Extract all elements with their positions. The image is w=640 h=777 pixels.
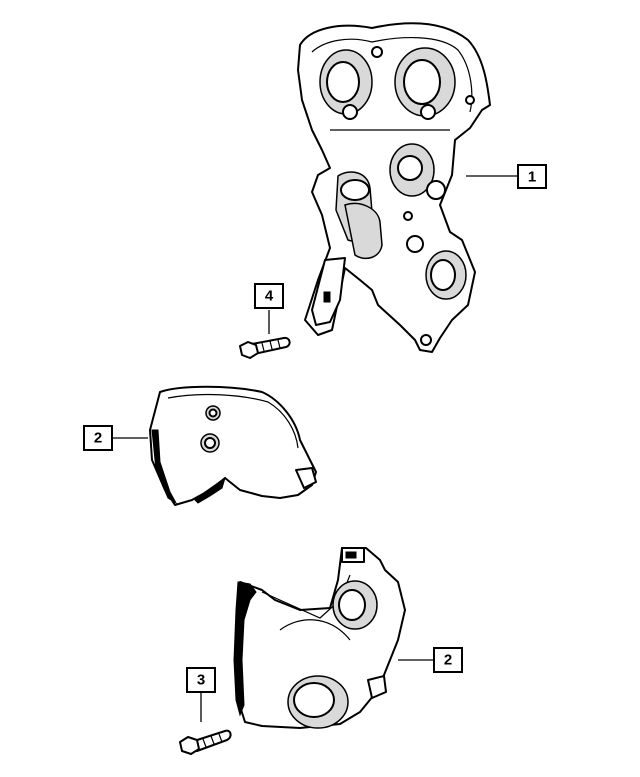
callout-3: 3 [186,667,216,693]
bolt-4 [239,336,291,359]
upper-front-cover [149,385,317,506]
rear-timing-cover [297,22,491,353]
callout-label-1: 1 [528,169,536,186]
callout-label-4: 4 [265,288,274,305]
callout-label-2-lower: 2 [444,652,452,669]
bolt-3 [179,729,232,755]
callout-2-upper: 2 [83,425,113,451]
callout-label-2-upper: 2 [94,430,102,447]
callout-4: 4 [254,283,284,309]
callout-label-3: 3 [197,672,205,689]
lower-front-cover [233,547,406,729]
callout-1: 1 [517,164,547,189]
callout-2-lower: 2 [433,647,463,673]
